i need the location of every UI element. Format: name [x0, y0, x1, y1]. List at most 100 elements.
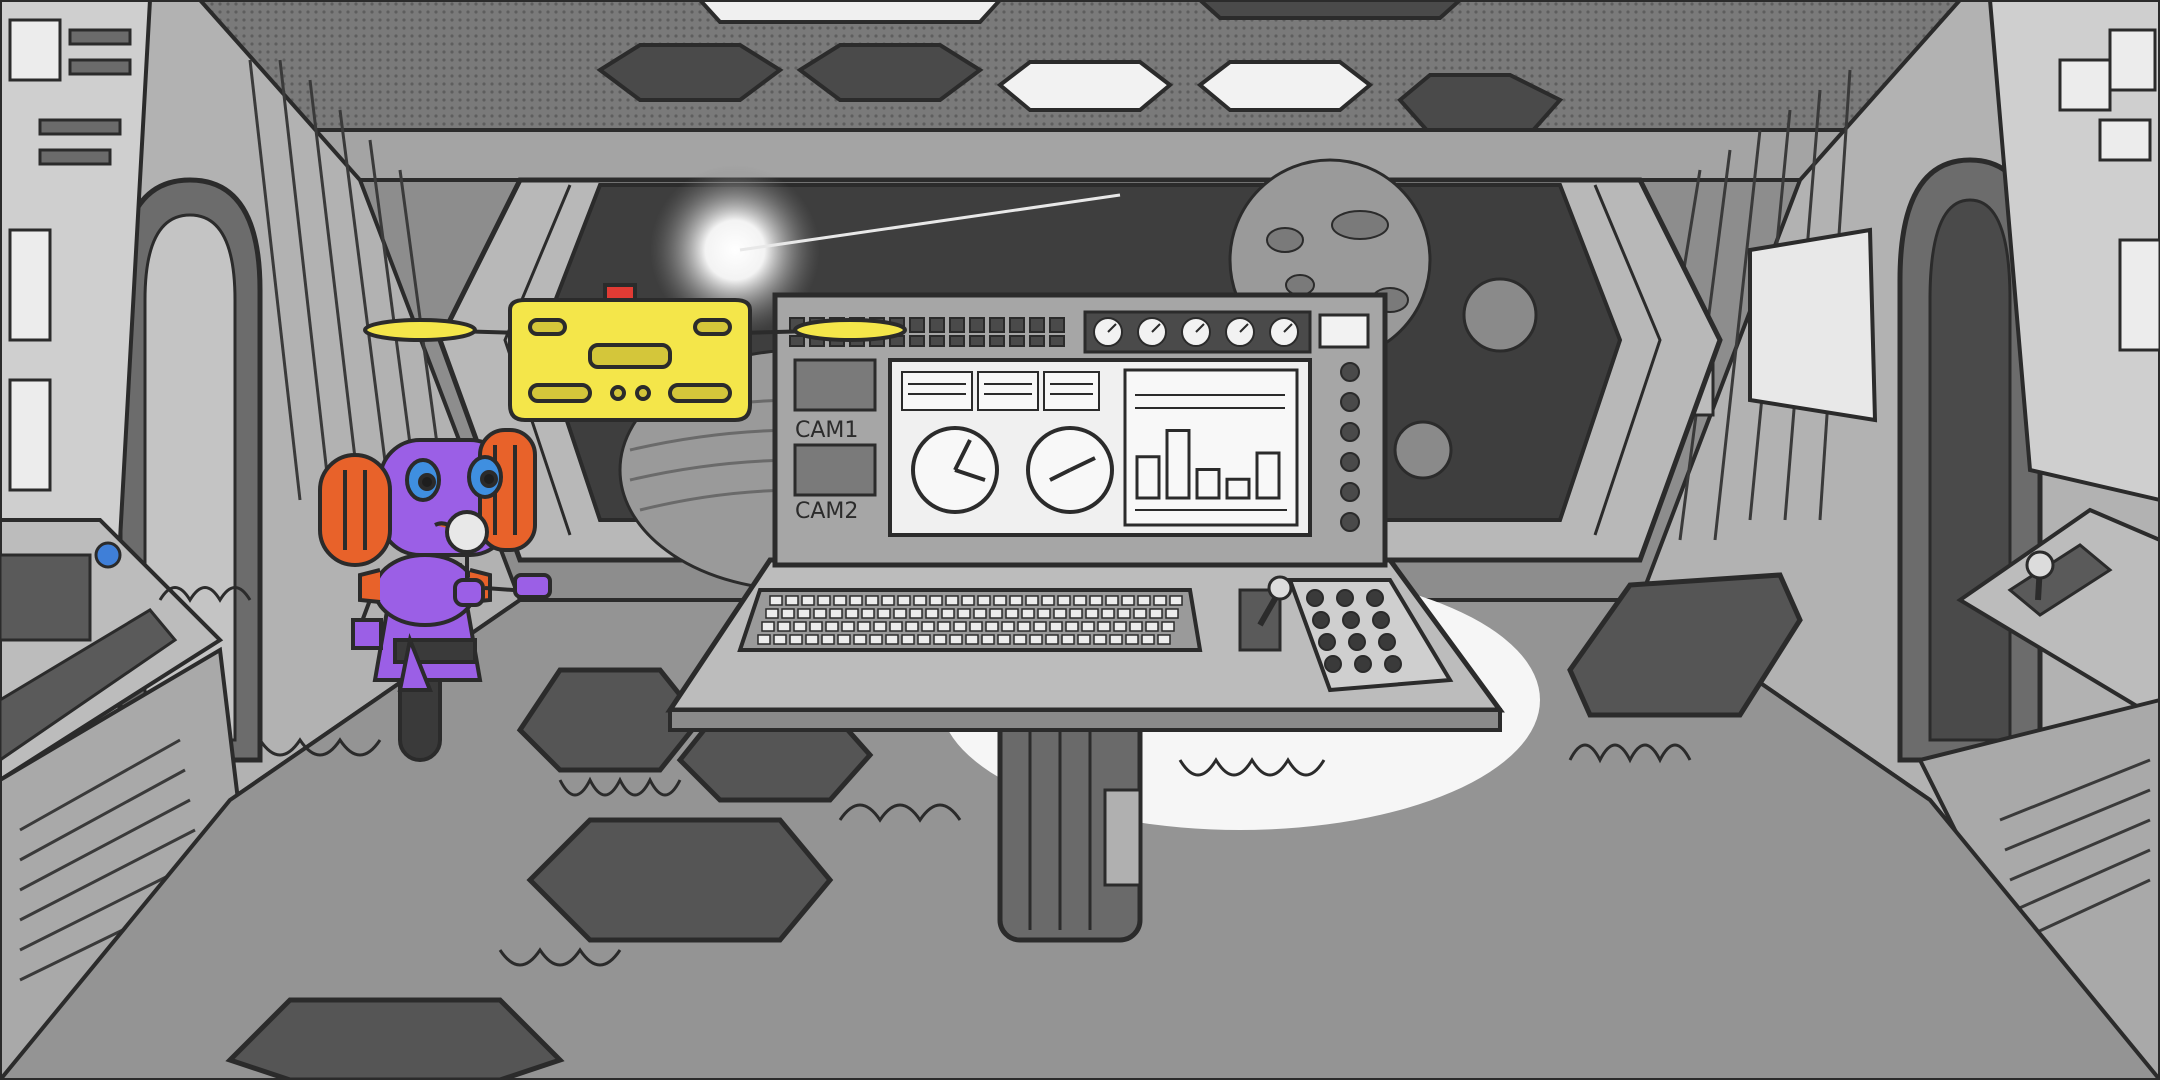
keyboard-key	[1145, 621, 1159, 632]
keyboard-key	[801, 595, 815, 606]
keypad-button	[1384, 655, 1402, 673]
keypad-button	[1342, 611, 1360, 629]
floor-hex-plates	[225, 572, 1803, 1080]
keyboard-key	[873, 621, 887, 632]
keypad-button	[1366, 589, 1384, 607]
gauge-needle	[1239, 323, 1249, 333]
keyboard-key	[757, 634, 771, 645]
keyboard-key	[985, 621, 999, 632]
keyboard-key	[777, 621, 791, 632]
keyboard-key	[1081, 621, 1095, 632]
keyboard-key	[1141, 634, 1155, 645]
keyboard-key	[941, 608, 955, 619]
keyboard-key	[813, 608, 827, 619]
keyboard-key	[1117, 608, 1131, 619]
keyboard-key	[1105, 595, 1119, 606]
monitor-button	[1049, 335, 1065, 347]
keyboard-key	[981, 634, 995, 645]
keyboard-key	[997, 634, 1011, 645]
keyboard-key	[1037, 608, 1051, 619]
keyboard-key	[901, 634, 915, 645]
keyboard-key	[893, 608, 907, 619]
monitor-knob	[1340, 362, 1360, 382]
bar-chart-bar	[1135, 455, 1161, 500]
throttle-knob	[1267, 575, 1293, 601]
keyboard-key	[1017, 621, 1031, 632]
keyboard-key	[1069, 608, 1083, 619]
keypad-button	[1372, 611, 1390, 629]
monitor-knob	[1340, 392, 1360, 412]
small-planet-1	[1462, 277, 1538, 353]
keyboard-key	[793, 621, 807, 632]
monitor-button	[949, 335, 965, 347]
keyboard-key	[1165, 608, 1179, 619]
gauge-needle	[1283, 323, 1293, 333]
keypad-button	[1324, 655, 1342, 673]
keyboard-key	[1057, 595, 1071, 606]
right-cabinet-vents	[1999, 758, 2151, 942]
monitor-button	[909, 335, 925, 347]
keyboard-key	[1149, 608, 1163, 619]
monitor-corner-screen	[1318, 313, 1370, 349]
keyboard-key	[925, 608, 939, 619]
right-lever-knob	[2025, 550, 2055, 580]
monitor-button	[929, 317, 945, 333]
keyboard-key	[949, 634, 963, 645]
keyboard-key	[1013, 634, 1027, 645]
keyboard-key	[1001, 621, 1015, 632]
shooting-star-trail	[739, 193, 1121, 252]
keyboard-key	[861, 608, 875, 619]
keyboard-key	[1169, 595, 1183, 606]
keyboard-key	[921, 621, 935, 632]
keyboard-key	[1101, 608, 1115, 619]
bar-chart-bar	[1255, 451, 1281, 500]
keyboard-key	[845, 608, 859, 619]
keyboard-key	[1045, 634, 1059, 645]
monitor-knob	[1340, 452, 1360, 472]
keyboard-key	[973, 608, 987, 619]
keyboard-key	[909, 608, 923, 619]
keyboard-key	[1153, 595, 1167, 606]
left-console-screen	[0, 553, 92, 642]
monitor-button	[969, 335, 985, 347]
monitor-knob	[1340, 482, 1360, 502]
keyboard-key	[1021, 608, 1035, 619]
keyboard-key	[889, 621, 903, 632]
monitor-button	[909, 317, 925, 333]
keyboard-key	[937, 621, 951, 632]
left-panel-screens	[8, 18, 132, 492]
keyboard-key	[913, 595, 927, 606]
monitor-button	[949, 317, 965, 333]
keyboard-key	[1065, 621, 1079, 632]
keyboard-key	[829, 608, 843, 619]
keyboard-key	[849, 595, 863, 606]
drone-icon	[363, 283, 907, 422]
keyboard-key	[1009, 595, 1023, 606]
keyboard-key	[1121, 595, 1135, 606]
keyboard-key	[857, 621, 871, 632]
keyboard-key	[809, 621, 823, 632]
cam1-screen	[793, 358, 877, 412]
coiled-cables	[158, 586, 1692, 967]
keyboard-key	[789, 634, 803, 645]
keyboard-key	[797, 608, 811, 619]
bar-chart-bar	[1165, 429, 1191, 500]
monitor-top-gauges	[1083, 310, 1312, 354]
keypad-button	[1306, 589, 1324, 607]
keyboard-key	[1133, 608, 1147, 619]
gauge-needle	[1195, 323, 1205, 333]
keyboard-key	[1137, 595, 1151, 606]
keyboard-key	[1029, 634, 1043, 645]
keyboard-key	[833, 595, 847, 606]
keyboard-key	[977, 595, 991, 606]
keypad-button	[1312, 611, 1330, 629]
keyboard-key	[1005, 608, 1019, 619]
keyboard-key	[781, 608, 795, 619]
keyboard-key	[1157, 634, 1171, 645]
monitor-knob	[1340, 422, 1360, 442]
keyboard-key	[885, 634, 899, 645]
keyboard-key	[993, 595, 1007, 606]
keyboard-key	[821, 634, 835, 645]
keypad-button	[1336, 589, 1354, 607]
keyboard-key	[1041, 595, 1055, 606]
